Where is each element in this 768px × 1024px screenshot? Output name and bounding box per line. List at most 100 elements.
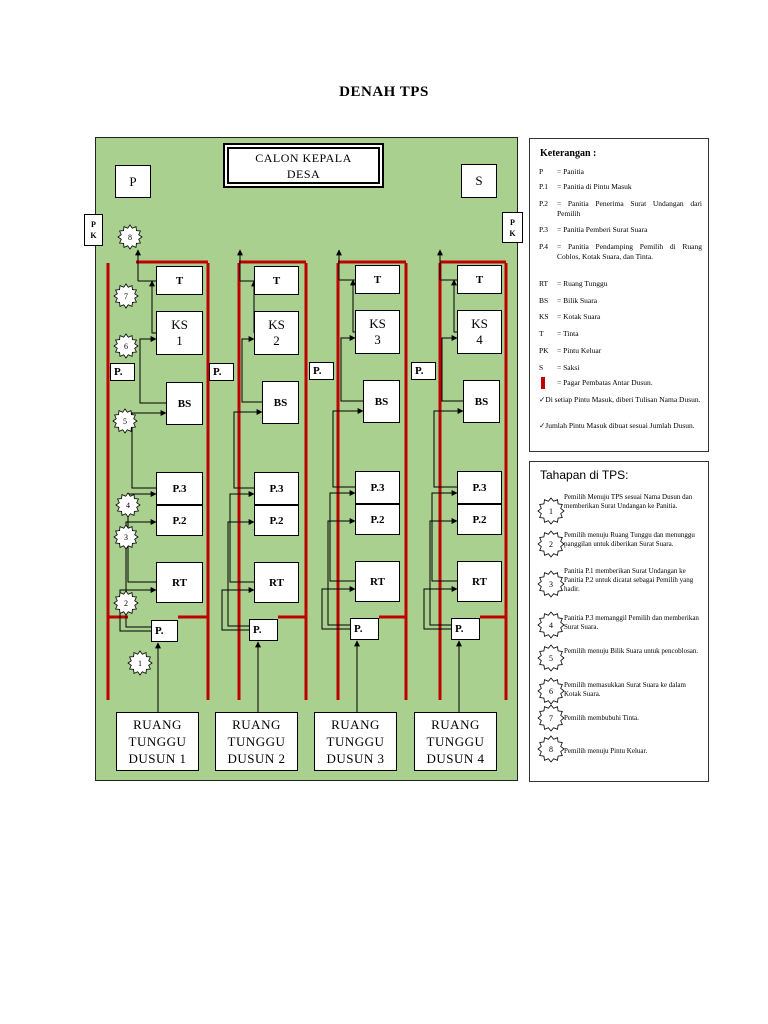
legend-key: S: [539, 363, 544, 372]
legend-value: = Pagar Pembatas Antar Dusun.: [557, 378, 653, 387]
panitia-p2-box: P.2: [254, 505, 299, 536]
flow-arrow: [321, 586, 356, 630]
panitia-p1-box: P.: [350, 618, 379, 640]
legend-value: = Kotak Suara: [557, 312, 601, 321]
step-badge-icon: [537, 644, 565, 672]
ruang-tunggu-box: RT: [254, 562, 299, 603]
legend-title: Keterangan :: [540, 148, 597, 159]
waiting-room-line-3: DUSUN 3: [326, 751, 385, 766]
waiting-room-line-2: TUNGGU: [128, 734, 187, 749]
step-badge-icon: [113, 283, 139, 309]
legend-note-text: ✓Di setiap Pintu Masuk, diberi Tulisan N…: [539, 395, 701, 404]
step-badge-number: 8: [128, 233, 132, 242]
step-badge-number: 7: [124, 292, 128, 301]
step-badge-number: 5: [123, 417, 127, 426]
step-text: Pemilih memasukkan Surat Suara ke dalam …: [564, 681, 686, 698]
legend-value: = Tinta: [557, 329, 579, 338]
page-title: DENAH TPS: [339, 84, 429, 100]
panitia-p3-box: P.3: [457, 471, 502, 504]
step-text: Panitia P.1 memberikan Surat Undangan ke…: [564, 567, 694, 593]
waiting-room-line-3: DUSUN 1: [128, 751, 187, 766]
waiting-room-line-1: RUANG: [431, 717, 480, 732]
step-badge-number: 7: [549, 714, 553, 723]
panitia-p4-box: P.: [110, 363, 135, 381]
flow-arrow: [327, 518, 356, 626]
flow-arrow: [340, 335, 363, 402]
panitia-p3-box: P.3: [254, 472, 299, 505]
step-badge-icon: [112, 408, 138, 434]
step-badge-number: 5: [549, 654, 553, 663]
waiting-room-dusun-1: RUANG TUNGGU DUSUN 1: [116, 712, 199, 771]
legend-key: P.4: [539, 242, 548, 251]
ruang-tunggu-box: RT: [457, 561, 502, 602]
legend-key: P.2: [539, 199, 548, 208]
bilik-suara-box: BS: [166, 382, 203, 425]
panitia-box: P: [115, 165, 151, 198]
flow-arrow: [429, 518, 458, 626]
step-badge-number: 2: [549, 540, 553, 549]
ruang-tunggu-box: RT: [355, 561, 400, 602]
flow-arrow: [125, 519, 157, 628]
kotak-suara-number: 4: [476, 332, 483, 347]
panitia-p2-box: P.2: [355, 504, 400, 535]
legend-key: P: [539, 167, 544, 176]
saksi-box: S: [461, 164, 497, 198]
kotak-suara-label: KS: [369, 316, 386, 331]
step-text: Pemilih Menuju TPS sesuai Nama Dusun dan…: [564, 493, 693, 510]
kotak-suara-number: 2: [273, 333, 280, 348]
connector-group: [119, 249, 464, 712]
panitia-p2-box: P.2: [156, 505, 203, 536]
waiting-room-dusun-3: RUANG TUNGGU DUSUN 3: [314, 712, 397, 771]
tinta-box: T: [254, 266, 299, 295]
panitia-p2-box: P.2: [457, 504, 502, 535]
kotak-suara-label: KS: [268, 317, 285, 332]
legend-value: = Saksi: [557, 363, 580, 372]
kotak-suara-number: 3: [374, 332, 381, 347]
legend-key: P.3: [539, 225, 548, 234]
waiting-room-line-1: RUANG: [232, 717, 281, 732]
candidate-line-1: CALON KEPALA: [255, 150, 352, 165]
step-badge-number: 3: [124, 533, 128, 542]
legend-value: = Panitia: [557, 167, 584, 176]
legend-key: P.1: [539, 182, 548, 191]
flow-arrow: [229, 491, 255, 583]
flow-arrow: [441, 335, 463, 402]
step-text: Pemilih membubuhi Tinta.: [564, 714, 639, 722]
step-badge-icon: [115, 492, 141, 518]
step-badge-icon: [113, 333, 139, 359]
fence-group: [106, 260, 508, 700]
legend-value: = Pintu Keluar: [557, 346, 602, 355]
candidate-board: CALON KEPALA DESA: [223, 143, 384, 188]
waiting-room-line-1: RUANG: [331, 717, 380, 732]
waiting-room-dusun-4: RUANG TUNGGU DUSUN 4: [414, 712, 497, 771]
legend-key: T: [539, 329, 544, 338]
legend-value: = Panitia Penerima Surat Undangan dari P…: [557, 199, 702, 218]
step-badge-number: 3: [549, 580, 553, 589]
flow-arrow: [423, 586, 458, 630]
step-badge-icon: [117, 224, 143, 250]
waiting-room-line-1: RUANG: [133, 717, 182, 732]
step-badge-number: 4: [549, 621, 553, 630]
step-badge-number: 1: [549, 507, 553, 516]
panitia-p1-box: P.: [249, 619, 278, 641]
step-badge-icon: [537, 611, 565, 639]
panitia-p1-box: P.: [151, 620, 178, 642]
exit-door-right: P K: [502, 212, 523, 243]
legend-key: BS: [539, 296, 549, 305]
ruang-tunggu-box: RT: [156, 562, 203, 603]
step-badge-icon: [537, 570, 565, 598]
flow-arrow: [241, 336, 262, 403]
legend-key: PK: [539, 346, 549, 355]
exit-door-left-k: K: [90, 231, 97, 240]
waiting-room-line-3: DUSUN 4: [426, 751, 485, 766]
panitia-p4-box: P.: [209, 363, 234, 381]
flow-arrow: [233, 409, 263, 489]
step-badge-icon: [537, 497, 565, 525]
kotak-suara-label: KS: [471, 316, 488, 331]
kotak-suara-box: KS 1: [156, 311, 203, 355]
step-text: Pemilih menuju Pintu Keluar.: [564, 747, 648, 755]
exit-door-right-k: K: [509, 228, 516, 238]
panitia-p4-box: P.: [309, 362, 334, 380]
legend-value: = Panitia di Pintu Masuk: [557, 182, 632, 191]
